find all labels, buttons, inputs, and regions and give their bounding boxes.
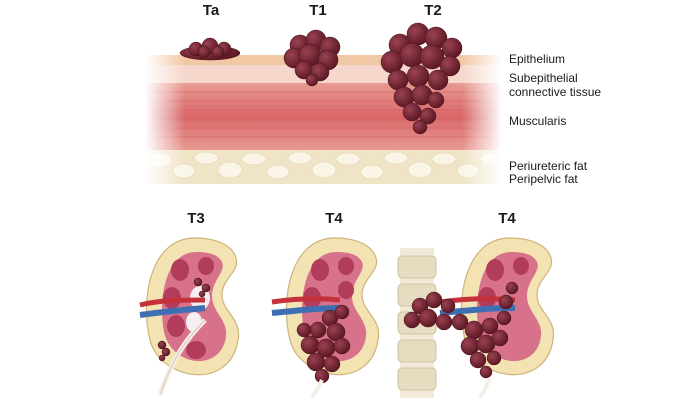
layer-label-subepithelial-1: Subepithelial	[509, 71, 578, 85]
layer-label-epithelium: Epithelium	[509, 52, 566, 66]
kidney-t4-a	[271, 237, 380, 399]
tumor-t1	[283, 29, 341, 87]
kidney-t3	[139, 237, 240, 396]
layer-label-fat-1: Periureteric fat	[509, 159, 588, 173]
fat-layer	[145, 150, 501, 184]
layer-label-muscularis: Muscularis	[509, 114, 567, 128]
stage-label-t4-b: T4	[498, 210, 516, 227]
stage-label-t1: T1	[309, 2, 327, 19]
kidney-t4-b	[403, 237, 555, 399]
stage-label-ta: Ta	[202, 2, 220, 19]
stage-label-t2: T2	[424, 2, 442, 19]
stage-label-t4-a: T4	[325, 210, 343, 227]
tumor-t2	[380, 22, 463, 135]
tumor-ta	[179, 37, 241, 61]
layer-label-fat-2: Peripelvic fat	[509, 172, 578, 186]
stage-label-t3: T3	[187, 210, 205, 227]
muscularis-layer	[145, 83, 500, 150]
muscle-fibers	[145, 91, 500, 138]
layer-label-subepithelial-2: connective tissue	[509, 85, 602, 99]
